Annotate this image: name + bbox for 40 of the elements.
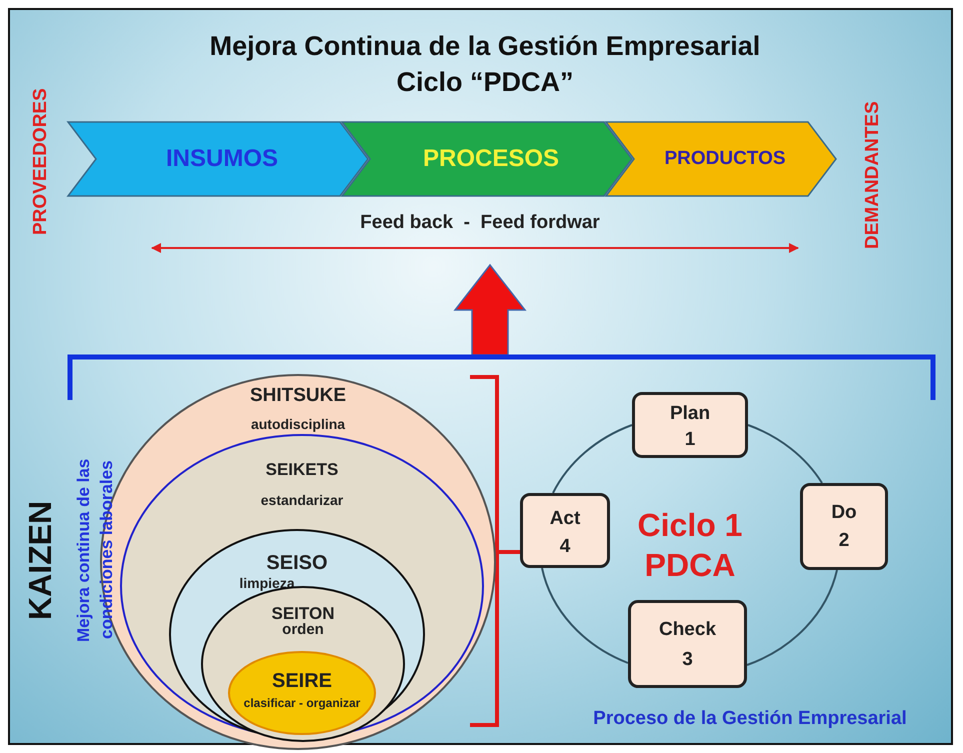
cycle-arc <box>552 424 632 494</box>
side-label: Mejora continua de las condiciones laborales <box>73 457 117 644</box>
box-heading: Plan <box>668 403 712 425</box>
ellipse-caption: clasificar - organizar <box>242 695 362 712</box>
ellipse-caption: estandarizar <box>260 491 344 510</box>
process-box <box>628 600 747 688</box>
cycle-arc <box>746 570 838 666</box>
ellipse-heading: SEIKETS <box>264 460 340 480</box>
chevron-shape <box>68 122 368 196</box>
title: Mejora Continua de la Gestión Empresarial Ciclo “PDCA” <box>208 30 762 99</box>
cycle-arc <box>748 424 823 484</box>
ellipse-caption: limpieza <box>238 574 296 593</box>
box-heading: Check <box>658 619 718 641</box>
process-box <box>520 493 610 568</box>
chevron-label: PROCESOS <box>422 145 560 173</box>
chevron-label: INSUMOS <box>164 145 279 173</box>
ellipse-heading: SEIRE <box>270 671 334 691</box>
ellipse-caption: autodisciplina <box>250 415 346 434</box>
cycle-arc <box>541 568 628 664</box>
ellipse-caption: orden <box>281 620 325 640</box>
step-number: 1 <box>684 429 696 451</box>
ellipse-shape <box>228 651 376 735</box>
box-heading: Act <box>548 508 582 530</box>
step-number: 3 <box>681 649 694 671</box>
ellipse-heading: SEITON <box>270 604 336 623</box>
chevron-label: PRODUCTOS <box>663 147 787 171</box>
step-number: 2 <box>838 530 850 552</box>
side-label: DEMANDANTES <box>862 100 884 252</box>
ellipse-heading: SEISO <box>265 553 329 573</box>
side-label: PROVEEDORES <box>30 88 52 238</box>
step-number: 4 <box>558 536 572 558</box>
arrow-label: Feed back - Feed fordwar <box>359 212 601 234</box>
process-box <box>800 483 888 570</box>
process-box <box>632 392 748 458</box>
box-heading: Do <box>830 502 858 524</box>
caption-text: Proceso de la Gestión Empresarial <box>592 708 908 730</box>
side-label: KAIZEN <box>22 499 59 622</box>
center-label: Ciclo 1 PDCA <box>636 506 744 585</box>
chevron-shape <box>342 122 632 196</box>
ellipse-heading: SHITSUKE <box>248 386 348 406</box>
